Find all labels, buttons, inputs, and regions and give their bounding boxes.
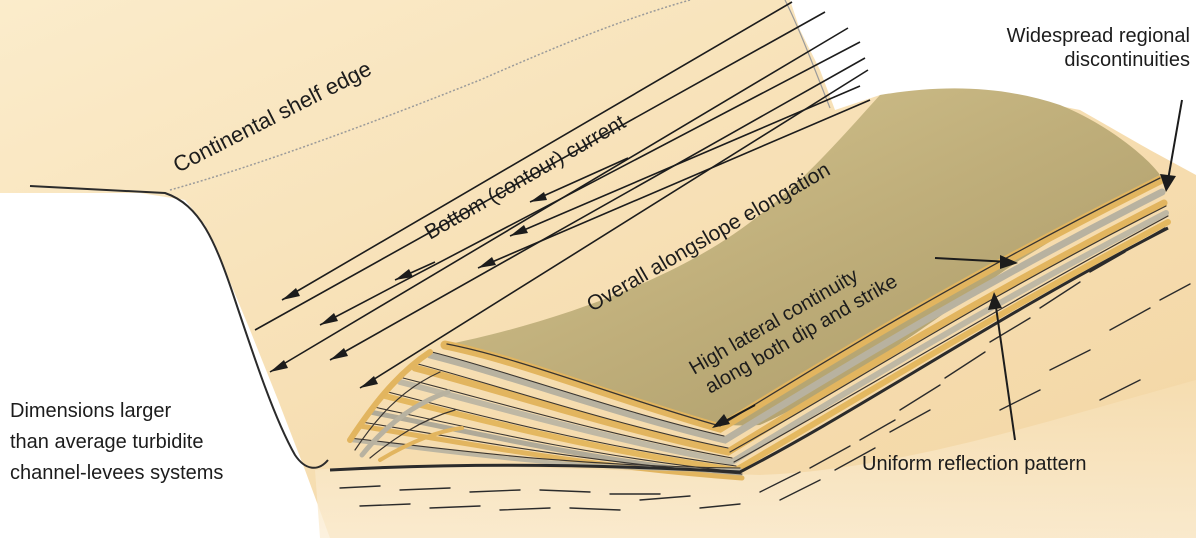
label-dimensions-line3: channel-levees systems (10, 462, 223, 484)
label-dimensions-line2: than average turbidite (10, 431, 203, 453)
label-dimensions-line1: Dimensions larger (10, 400, 172, 422)
label-widespread-line1: Widespread regional (1007, 25, 1190, 47)
label-widespread-line2: discontinuities (1064, 49, 1190, 71)
label-uniform-reflection: Uniform reflection pattern (862, 453, 1087, 475)
